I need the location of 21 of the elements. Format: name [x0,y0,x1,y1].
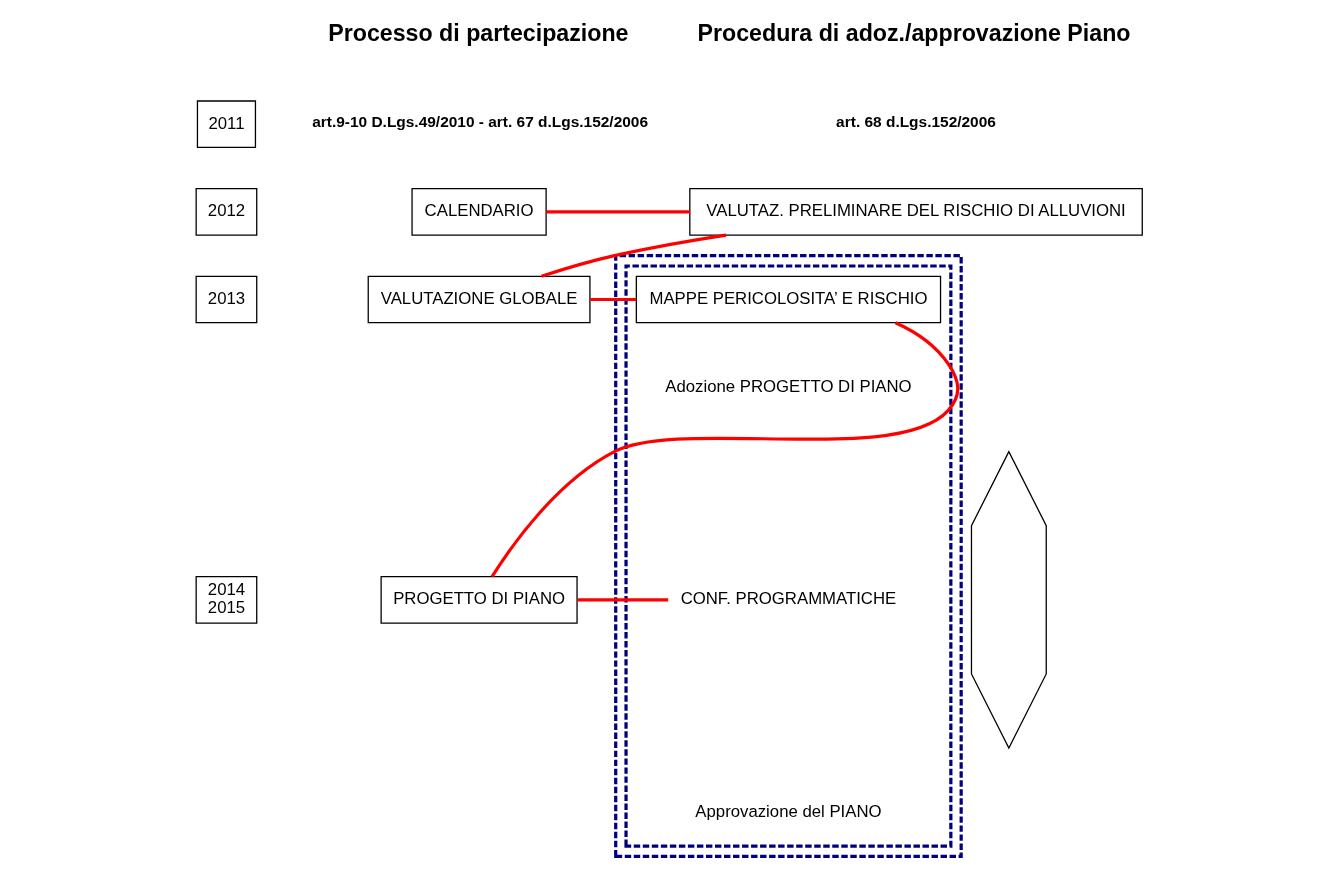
connector [589,297,636,302]
node-box: VALUTAZ. PRELIMINARE DEL RISCHIO DI ALLUVIONI [688,188,1143,236]
node-arrow [970,450,1047,750]
node-box: MAPPE PERICOLOSITA’ E RISCHIO [635,275,941,324]
node-box: PROGETTO DI PIANO [379,576,578,624]
node-box: 2012 [195,188,257,236]
connector [546,210,690,214]
label: Procedura di adoz./approvazione Piano [697,19,1130,46]
node-box: 2011 [196,100,256,149]
node-text: Approvazione del PIANO [694,801,882,821]
connector [577,598,668,602]
label: art. 68 d.Lgs.152/2006 [835,112,996,130]
connector [490,321,959,578]
node-box: CALENDARIO [410,188,547,236]
label: Processo di partecipazione [327,19,629,46]
node-box: 2013 [195,275,257,324]
node-text: Adozione PROGETTO DI PIANO [664,376,912,396]
node-box: 2014 2015 [195,576,257,624]
node-box: VALUTAZIONE GLOBALE [367,275,591,324]
node-text: CONF. PROGRAMMATICHE [680,589,896,609]
label: art.9-10 D.Lgs.49/2010 - art. 67 d.Lgs.152/2006 [311,112,648,130]
